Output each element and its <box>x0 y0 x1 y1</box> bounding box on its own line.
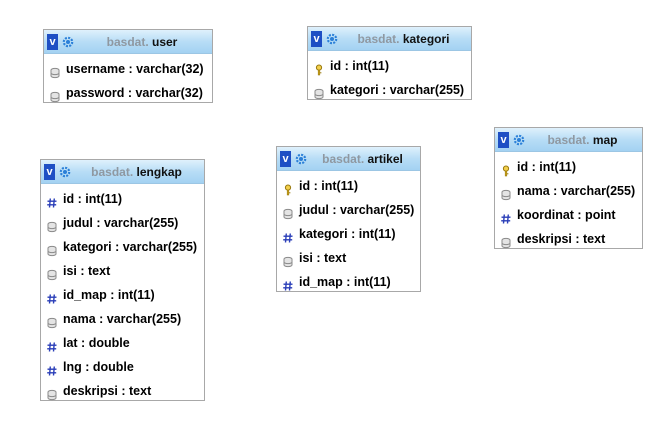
table-kategori[interactable]: v basdat. kategori id : int(11) kategori… <box>307 26 472 100</box>
column-label: kategori : varchar(255) <box>330 83 465 97</box>
numeric-column-icon <box>46 289 58 304</box>
column-label: username : varchar(32) <box>66 62 204 76</box>
column-row[interactable]: id : int(11) <box>277 174 420 198</box>
column-label: nama : varchar(255) <box>517 184 636 198</box>
toggle-view-button[interactable]: v <box>498 132 509 148</box>
column-row[interactable]: deskripsi : text <box>41 379 204 403</box>
column-icon <box>500 185 512 201</box>
gear-icon[interactable] <box>326 33 338 45</box>
column-row[interactable]: deskripsi : text <box>495 227 642 251</box>
primary-key-icon <box>313 60 325 76</box>
table-user[interactable]: v basdat. user username : varchar(32) pa… <box>43 29 213 103</box>
table-header[interactable]: v basdat. kategori <box>308 27 471 51</box>
gear-icon[interactable] <box>513 134 525 146</box>
column-row[interactable]: koordinat : point <box>495 203 642 227</box>
gear-icon[interactable] <box>59 166 71 178</box>
column-label: id_map : int(11) <box>299 275 391 289</box>
column-row[interactable]: kategori : varchar(255) <box>308 78 471 102</box>
column-icon <box>282 204 294 220</box>
column-icon <box>282 252 294 268</box>
column-label: lng : double <box>63 360 134 374</box>
column-row[interactable]: kategori : int(11) <box>277 222 420 246</box>
toggle-view-button[interactable]: v <box>311 31 322 47</box>
column-icon <box>46 385 58 401</box>
column-icon <box>46 241 58 257</box>
table-title: basdat. user <box>106 35 178 49</box>
column-row[interactable]: lng : double <box>41 355 204 379</box>
column-icon <box>500 233 512 249</box>
toggle-view-button[interactable]: v <box>47 34 58 50</box>
column-icon <box>46 313 58 329</box>
table-title: basdat. artikel <box>322 152 403 166</box>
numeric-column-icon <box>282 276 294 291</box>
table-header[interactable]: v basdat. user <box>44 30 212 54</box>
column-label: judul : varchar(255) <box>299 203 415 217</box>
column-row[interactable]: nama : varchar(255) <box>41 307 204 331</box>
column-row[interactable]: isi : text <box>277 246 420 270</box>
column-row[interactable]: isi : text <box>41 259 204 283</box>
column-row[interactable]: judul : varchar(255) <box>41 211 204 235</box>
column-row[interactable]: nama : varchar(255) <box>495 179 642 203</box>
table-title: basdat. map <box>547 133 618 147</box>
column-row[interactable]: id : int(11) <box>308 54 471 78</box>
column-list: id : int(11) judul : varchar(255) katego… <box>41 184 204 403</box>
column-row[interactable]: id : int(11) <box>495 155 642 179</box>
column-row[interactable]: id : int(11) <box>41 187 204 211</box>
column-row[interactable]: password : varchar(32) <box>44 81 212 105</box>
toggle-view-button[interactable]: v <box>280 151 291 167</box>
column-icon <box>46 217 58 233</box>
numeric-column-icon <box>46 193 58 208</box>
column-icon <box>313 84 325 100</box>
table-header[interactable]: v basdat. map <box>495 128 642 152</box>
gear-icon[interactable] <box>295 153 307 165</box>
table-title: basdat. lengkap <box>91 165 182 179</box>
column-list: id : int(11) kategori : varchar(255) <box>308 51 471 102</box>
column-label: id : int(11) <box>517 160 577 174</box>
column-icon <box>49 87 61 103</box>
column-label: deskripsi : text <box>63 384 152 398</box>
numeric-column-icon <box>282 228 294 243</box>
column-label: kategori : varchar(255) <box>63 240 198 254</box>
column-label: id : int(11) <box>299 179 359 193</box>
column-list: id : int(11) judul : varchar(255) katego… <box>277 171 420 294</box>
table-title: basdat. kategori <box>357 32 450 46</box>
table-header[interactable]: v basdat. artikel <box>277 147 420 171</box>
primary-key-icon <box>282 180 294 196</box>
toggle-view-button[interactable]: v <box>44 164 55 180</box>
column-list: id : int(11) nama : varchar(255) koordin… <box>495 152 642 251</box>
column-row[interactable]: id_map : int(11) <box>277 270 420 294</box>
column-row[interactable]: username : varchar(32) <box>44 57 212 81</box>
column-label: isi : text <box>299 251 347 265</box>
column-row[interactable]: kategori : varchar(255) <box>41 235 204 259</box>
table-header[interactable]: v basdat. lengkap <box>41 160 204 184</box>
gear-icon[interactable] <box>62 36 74 48</box>
numeric-column-icon <box>46 361 58 376</box>
column-row[interactable]: id_map : int(11) <box>41 283 204 307</box>
table-lengkap[interactable]: v basdat. lengkap id : int(11) judul : v… <box>40 159 205 401</box>
column-icon <box>49 63 61 79</box>
column-label: password : varchar(32) <box>66 86 203 100</box>
table-artikel[interactable]: v basdat. artikel id : int(11) judul : v… <box>276 146 421 292</box>
table-map[interactable]: v basdat. map id : int(11) nama : varcha… <box>494 127 643 249</box>
column-row[interactable]: judul : varchar(255) <box>277 198 420 222</box>
column-label: nama : varchar(255) <box>63 312 182 326</box>
column-label: lat : double <box>63 336 130 350</box>
column-list: username : varchar(32) password : varcha… <box>44 54 212 105</box>
column-label: judul : varchar(255) <box>63 216 179 230</box>
primary-key-icon <box>500 161 512 177</box>
numeric-column-icon <box>46 337 58 352</box>
column-icon <box>46 265 58 281</box>
column-label: koordinat : point <box>517 208 616 222</box>
column-label: deskripsi : text <box>517 232 606 246</box>
column-label: id : int(11) <box>63 192 123 206</box>
column-label: kategori : int(11) <box>299 227 396 241</box>
column-label: id : int(11) <box>330 59 390 73</box>
column-row[interactable]: lat : double <box>41 331 204 355</box>
column-label: isi : text <box>63 264 111 278</box>
column-label: id_map : int(11) <box>63 288 155 302</box>
numeric-column-icon <box>500 209 512 224</box>
